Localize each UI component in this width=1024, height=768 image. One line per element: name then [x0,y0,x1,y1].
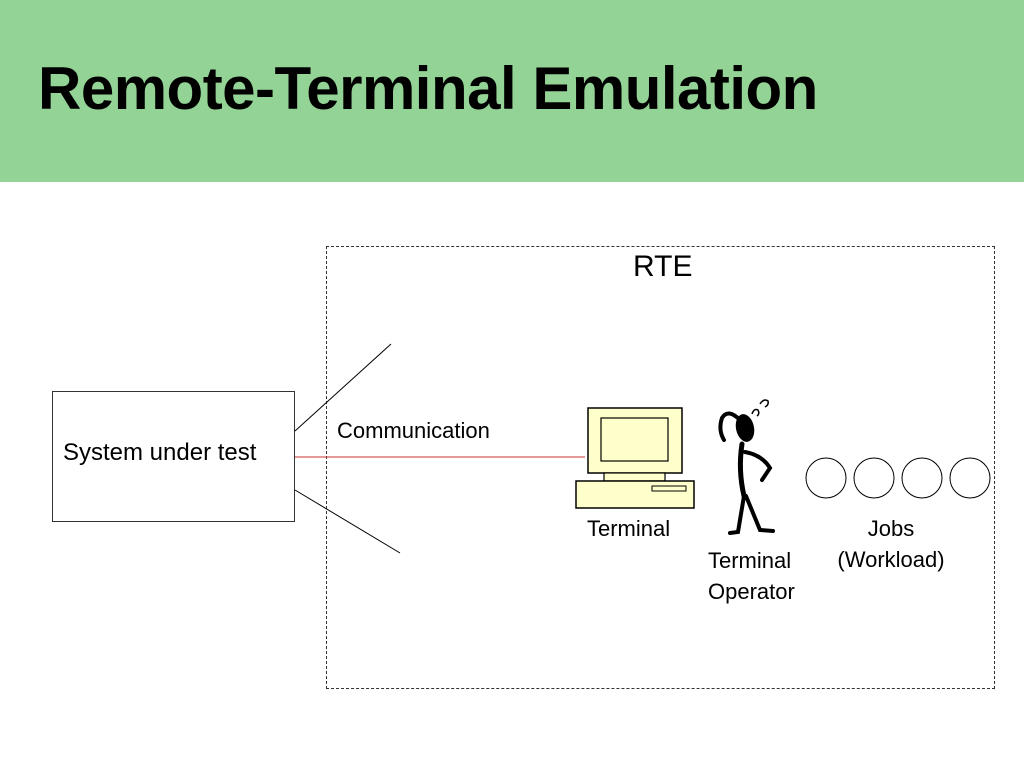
job-circle [949,457,991,499]
page-title: Remote-Terminal Emulation [38,55,818,122]
job-circle [853,457,895,499]
operator-icon [718,399,775,535]
jobs-label-line1: Jobs [867,516,915,541]
upper-connector-line [294,343,392,432]
terminal-label: Terminal [587,516,671,541]
rte-label: RTE [633,250,693,283]
operator-label-line1: Terminal [708,548,792,573]
jobs-label-line2: (Workload) [837,547,945,572]
lower-connector-line [294,489,401,554]
job-circle [805,457,847,499]
title-banner: Remote-Terminal Emulation [0,0,1024,182]
communication-label: Communication [337,418,490,443]
rte-boundary [326,246,995,689]
operator-label-line2: Operator [708,579,795,604]
job-circle [901,457,943,499]
system-under-test-label: System under test [63,439,257,466]
jobs-group [805,457,991,499]
system-under-test-box [52,391,295,522]
terminal-icon [575,407,695,509]
